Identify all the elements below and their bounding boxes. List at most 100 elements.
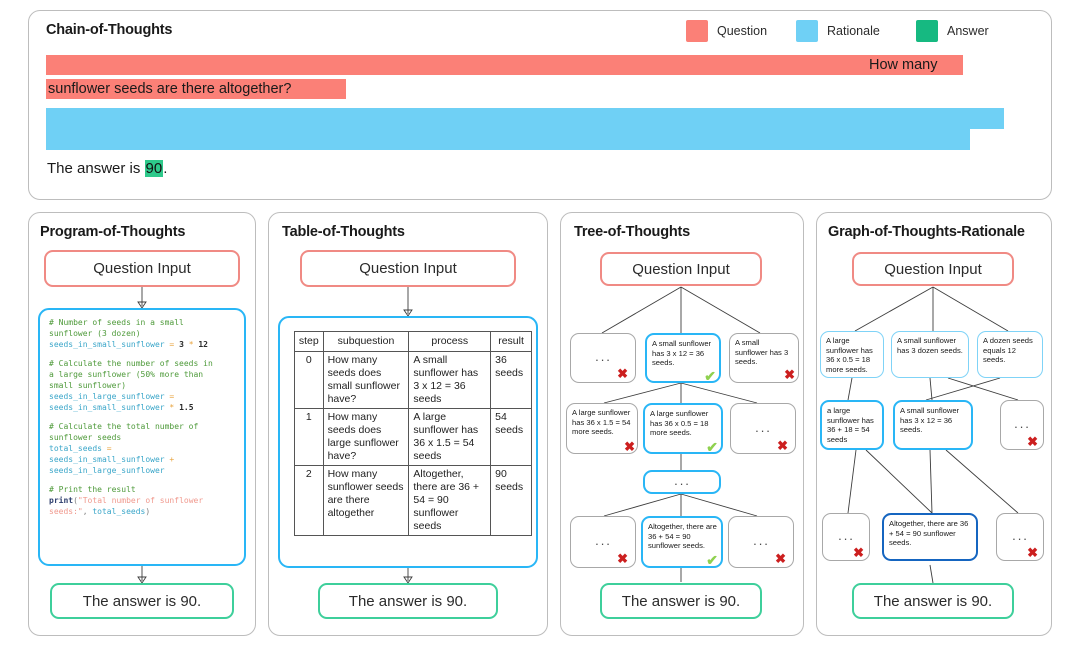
cross-icon: ✖: [1027, 545, 1040, 560]
legend-item-answer: Answer: [916, 20, 989, 42]
cot-rationale-bar-1: [46, 108, 1004, 129]
tree-node-small-sunflower-correct: A small sunflower has 3 x 12 = 36 seeds.…: [645, 333, 721, 383]
tot-cell-process: Altogether, there are 36 + 54 = 90 sunfl…: [408, 465, 492, 536]
pot-panel-title: Program-of-Thoughts: [40, 224, 186, 240]
tree-question-input-label: Question Input: [632, 260, 730, 278]
legend-swatch-answer: [916, 20, 938, 42]
graph-node-text: A large sunflower has 36 x 0.5 = 18 more…: [826, 336, 873, 374]
tot-table-block: step subquestion process result 0 How ma…: [278, 316, 538, 568]
graph-node-ellipsis-2: ... ✖: [822, 513, 870, 561]
tot-question-input-box[interactable]: Question Input: [300, 250, 516, 287]
tree-node-ellipsis-4: ... ✖: [728, 516, 794, 568]
pot-question-input-label: Question Input: [93, 260, 191, 277]
tot-answer-label: The answer is 90.: [348, 592, 468, 610]
tree-node-ellipsis-1: ... ✖: [570, 333, 636, 383]
legend-swatch-question: [686, 20, 708, 42]
tot-cell-process: A small sunflower has 3 x 12 = 36 seeds: [408, 351, 492, 409]
tree-node-large-sunflower-correct: A large sunflower has 36 x 0.5 = 18 more…: [643, 403, 723, 454]
cross-icon: ✖: [1027, 434, 1040, 449]
graph-question-input-label: Question Input: [884, 260, 982, 278]
tree-node-text: A small sunflower has 3 x 12 = 36 seeds.: [652, 339, 712, 368]
graph-node-ellipsis-1: ... ✖: [1000, 400, 1044, 450]
legend-item-rationale: Rationale: [796, 20, 880, 42]
tree-node-text: A large sunflower has 36 x 0.5 = 18 more…: [650, 409, 709, 438]
cot-rationale-bar-2: [46, 129, 970, 150]
graph-node-text: ...: [838, 528, 855, 544]
tot-cell-step: 2: [294, 465, 324, 536]
cross-icon: ✖: [624, 439, 635, 454]
tree-node-text: ...: [595, 349, 612, 365]
graph-node-small-sunflower-36: A small sunflower has 3 x 12 = 36 seeds.: [893, 400, 973, 450]
tot-cell-result: 36 seeds: [490, 351, 532, 409]
tot-header-step: step: [294, 331, 324, 352]
pot-answer-label: The answer is 90.: [82, 592, 202, 610]
graph-node-text: A small sunflower has 3 dozen seeds.: [897, 336, 963, 355]
check-icon: ✔: [706, 552, 718, 568]
legend-label-answer: Answer: [947, 24, 989, 38]
tot-header-row: step subquestion process result: [294, 331, 532, 352]
graph-node-large-sunflower-54: a large sunflower has 36 + 18 = 54 seeds: [820, 400, 884, 450]
check-icon: ✔: [706, 439, 718, 454]
legend-item-question: Question: [686, 20, 767, 42]
table-row: 0 How many seeds does small sunflower ha…: [294, 351, 532, 409]
tot-cell-step: 1: [294, 408, 324, 466]
tot-question-input-label: Question Input: [359, 260, 457, 277]
graph-node-text: A dozen seeds equals 12 seeds.: [983, 336, 1033, 365]
cot-question-fragment-1: How many: [869, 57, 938, 73]
check-icon: ✔: [704, 368, 716, 383]
graph-node-large-sunflower-18: A large sunflower has 36 x 0.5 = 18 more…: [820, 331, 884, 378]
tree-answer-label: The answer is 90.: [621, 592, 741, 610]
tree-panel-title: Tree-of-Thoughts: [574, 224, 691, 240]
cross-icon: ✖: [853, 545, 866, 560]
cross-icon: ✖: [775, 551, 788, 566]
chain-of-thoughts-panel: [28, 10, 1052, 200]
cot-question-bar-1: [46, 55, 963, 75]
tree-node-ellipsis-mid: ...: [643, 470, 721, 494]
cot-answer-suffix: .: [163, 160, 168, 177]
tree-node-altogether-correct: Altogether, there are 36 + 54 = 90 sunfl…: [641, 516, 723, 568]
tot-header-result: result: [490, 331, 532, 352]
tree-node-text: ...: [755, 419, 772, 435]
tree-question-input-box[interactable]: Question Input: [600, 252, 762, 286]
tree-node-large-sunflower-wrong: A large sunflower has 36 x 1.5 = 54 more…: [566, 403, 638, 454]
cot-answer-line: The answer is 90.: [47, 160, 167, 177]
cot-answer-prefix: The answer is: [47, 160, 145, 177]
graph-answer-label: The answer is 90.: [873, 592, 993, 610]
cot-panel-title: Chain-of-Thoughts: [46, 22, 173, 38]
tree-node-ellipsis-3: ... ✖: [570, 516, 636, 568]
graph-node-altogether-90: Altogether, there are 36 + 54 = 90 sunfl…: [882, 513, 978, 561]
tree-node-text: ...: [595, 533, 612, 549]
cross-icon: ✖: [784, 367, 795, 382]
table-row: 2 How many sunflower seeds are there alt…: [294, 465, 532, 536]
graph-node-text: A small sunflower has 3 x 12 = 36 seeds.: [900, 406, 960, 435]
tot-header-subquestion: subquestion: [322, 331, 410, 352]
tree-node-small-sunflower-wrong: A small sunflower has 3 seeds. ✖: [729, 333, 799, 383]
graph-node-ellipsis-3: ... ✖: [996, 513, 1044, 561]
cross-icon: ✖: [777, 438, 790, 453]
graph-answer-box: The answer is 90.: [852, 583, 1014, 619]
tot-cell-subquestion: How many seeds does small sunflower have…: [322, 351, 410, 409]
tree-node-text: A small sunflower has 3 seeds.: [735, 338, 789, 367]
tot-header-process: process: [408, 331, 492, 352]
pot-question-input-box[interactable]: Question Input: [44, 250, 240, 287]
graph-question-input-box[interactable]: Question Input: [852, 252, 1014, 286]
tot-cell-subquestion: How many sunflower seeds are there altog…: [322, 465, 410, 536]
graph-node-text: a large sunflower has 36 + 18 = 54 seeds: [827, 406, 874, 444]
tree-answer-box: The answer is 90.: [600, 583, 762, 619]
cot-question-fragment-2: sunflower seeds are there altogether?: [48, 81, 292, 97]
legend-swatch-rationale: [796, 20, 818, 42]
graph-node-text: Altogether, there are 36 + 54 = 90 sunfl…: [889, 519, 969, 548]
graph-panel-title: Graph-of-Thoughts-Rationale: [828, 224, 1025, 240]
graph-node-text: ...: [1012, 528, 1029, 544]
tot-cell-step: 0: [294, 351, 324, 409]
tot-answer-box: The answer is 90.: [318, 583, 498, 619]
graph-node-text: ...: [1014, 416, 1031, 432]
tot-panel-title: Table-of-Thoughts: [282, 224, 405, 240]
graph-node-small-sunflower-dozen: A small sunflower has 3 dozen seeds.: [891, 331, 969, 378]
tree-node-text: ...: [753, 533, 770, 549]
tot-cell-subquestion: How many seeds does large sunflower have…: [322, 408, 410, 466]
cross-icon: ✖: [617, 551, 630, 566]
